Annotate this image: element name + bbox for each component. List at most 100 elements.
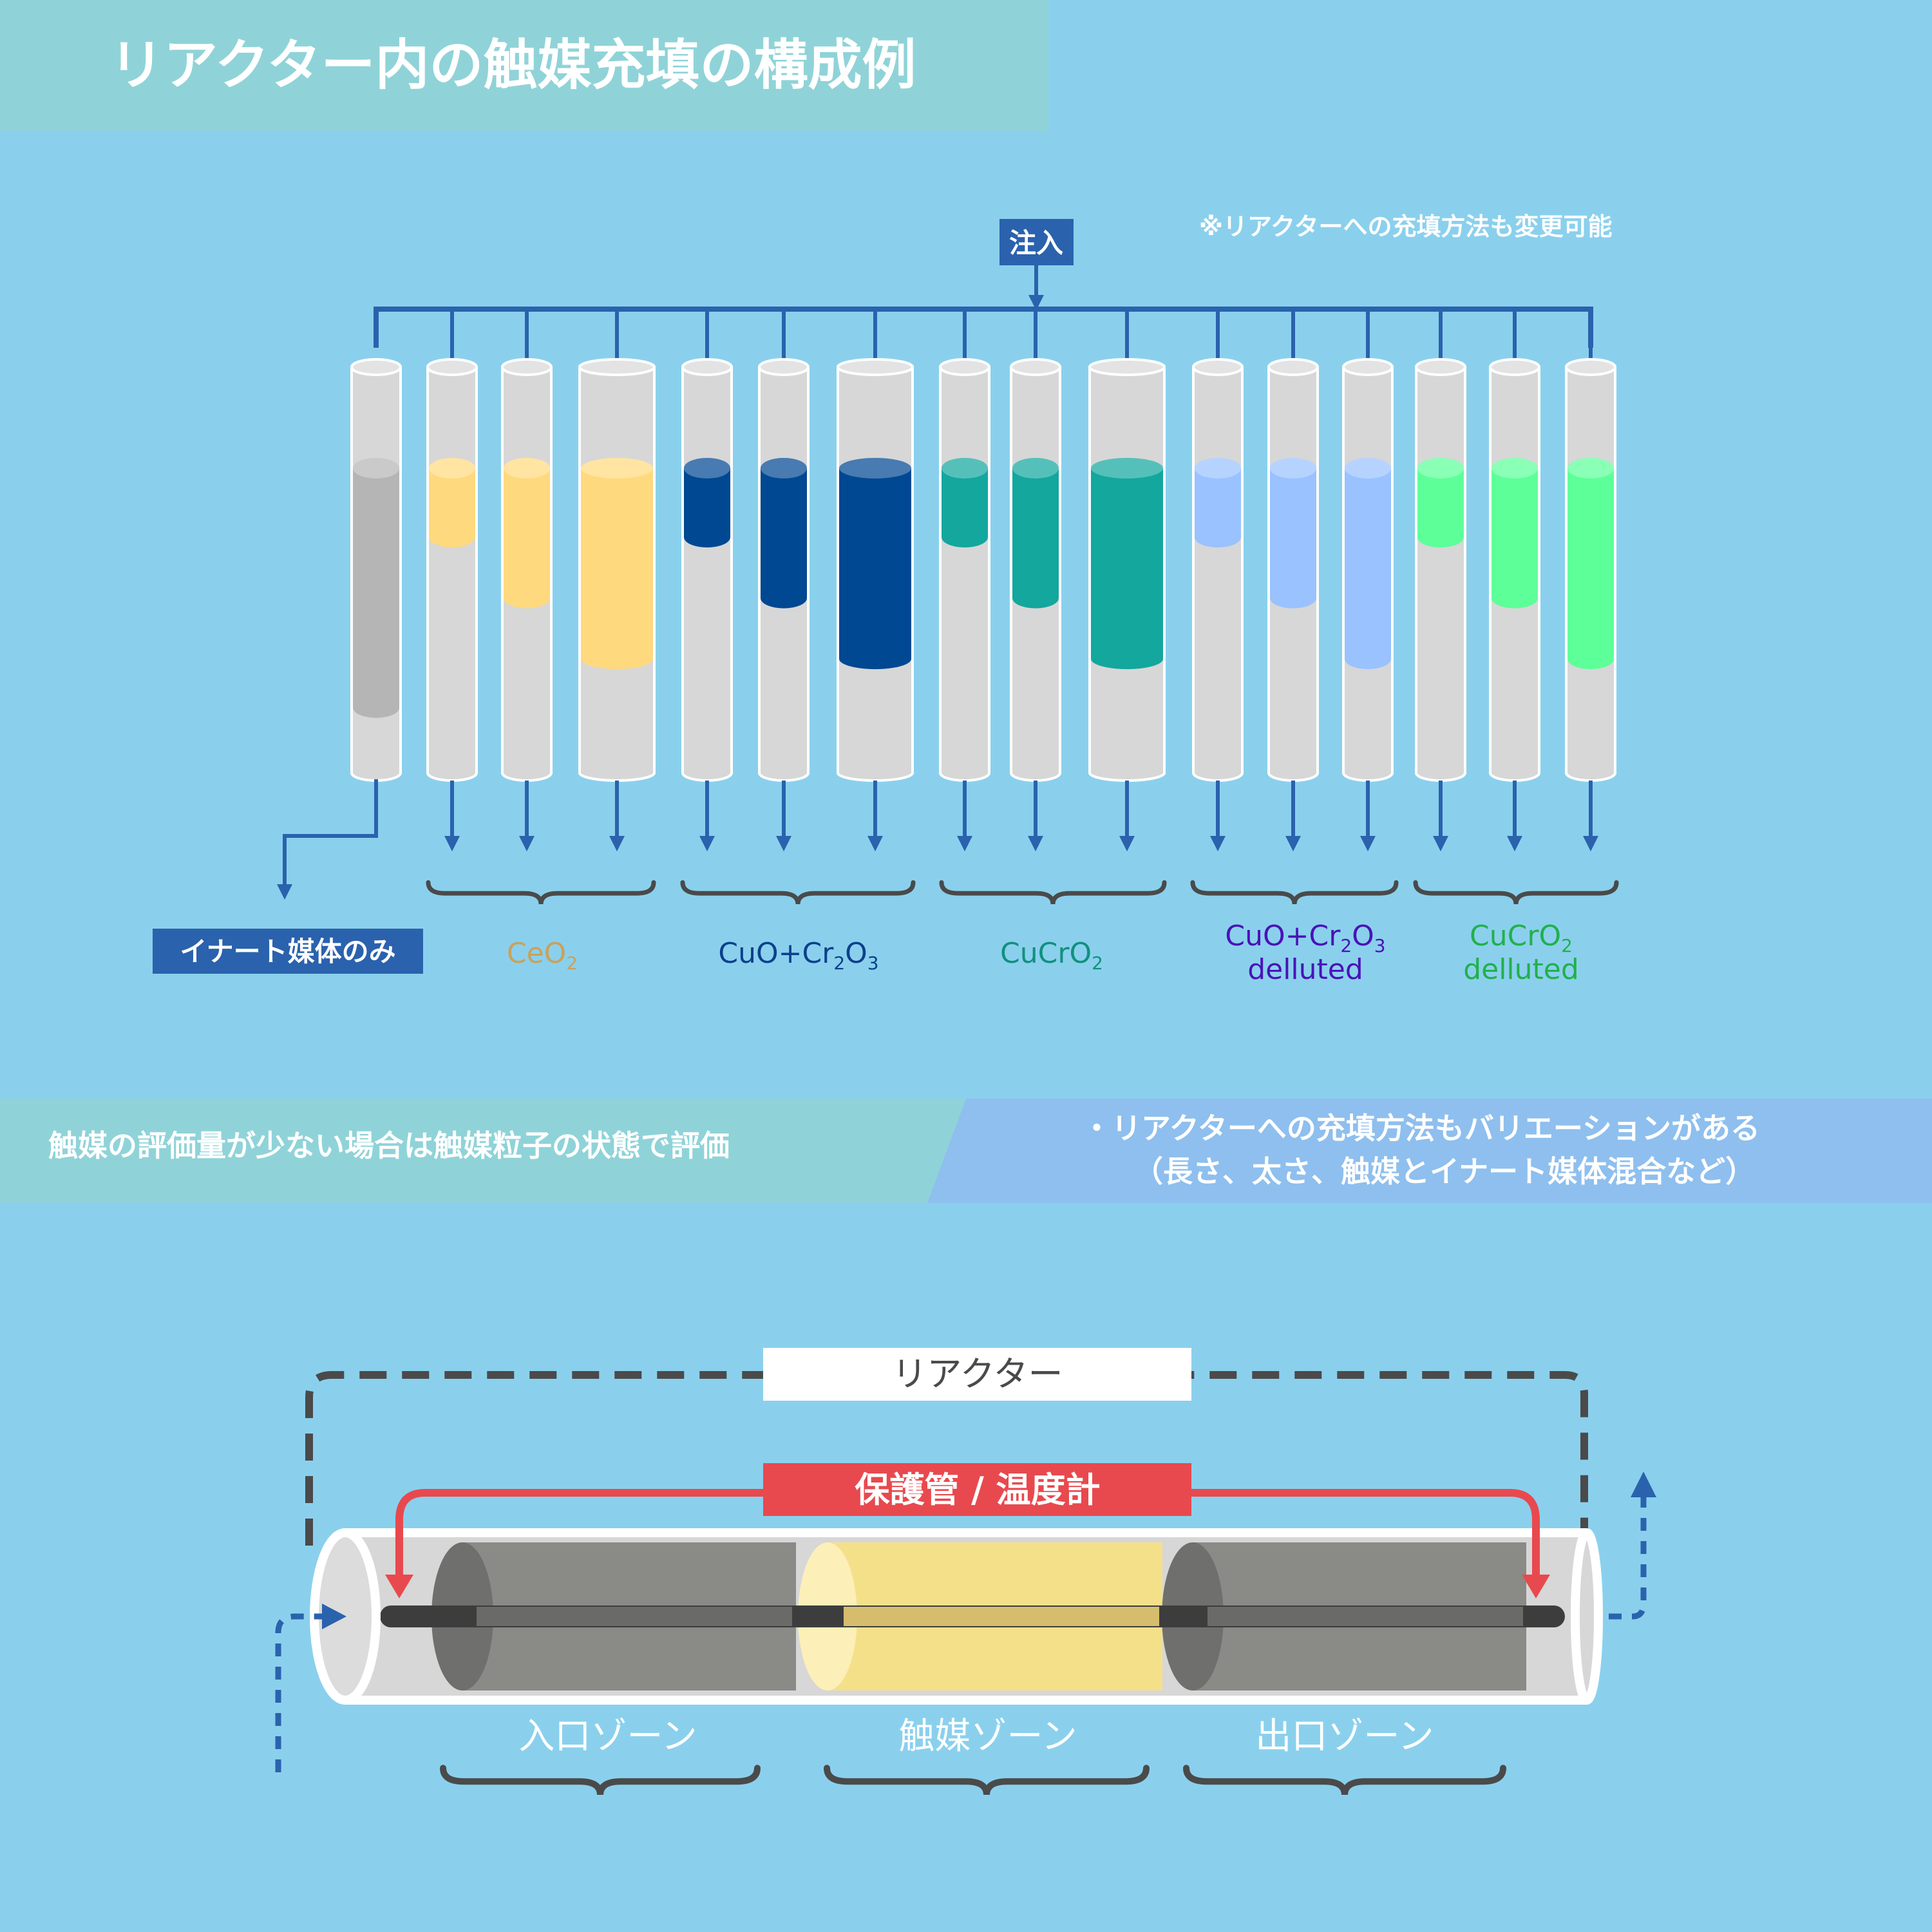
reactor-tube-1: [350, 358, 402, 782]
reactor-tube-4: [578, 309, 656, 851]
reactor-tube-8: [939, 309, 990, 851]
page-title: リアクター内の触媒充填の構成例: [109, 33, 916, 97]
tube-fill-top: [1492, 458, 1538, 478]
reactor-tube-13: [1342, 309, 1394, 851]
injection-label-box: [999, 219, 1074, 265]
label-cuo-cr2o3-delluted-line2: delluted: [1247, 953, 1363, 986]
thermometer-arrow-right: [1522, 1575, 1550, 1598]
thermometer-arrow-left: [385, 1575, 413, 1598]
zone-label-outlet: 出口ゾーン: [1255, 1716, 1434, 1757]
tube-top-cap: [681, 358, 733, 376]
tube-fill: [761, 468, 807, 598]
group-brace-3: [939, 880, 1167, 905]
label-cuo-cr2o3-delluted: CuO+Cr2O3: [1225, 920, 1385, 956]
tube-fill-top: [1567, 458, 1614, 478]
injection-label: 注入: [1009, 227, 1063, 259]
info-left-text: 触媒の評価量が少ない場合は触媒粒子の状態で評価: [48, 1128, 730, 1163]
tube-fill-top: [581, 458, 653, 478]
reactor-tube-right-end: [1571, 1528, 1603, 1705]
tube-top-cap: [1088, 358, 1166, 376]
reactor-tube-5: [681, 309, 733, 851]
thermowell-rod-in-outlet: [1208, 1607, 1523, 1626]
reactor-tube-15: [1489, 309, 1540, 851]
info-right-line2: （長さ、太さ、触媒とイナート媒体混合など）: [1133, 1154, 1755, 1189]
label-ceo2: CeO2: [507, 937, 578, 974]
tube-fill-top: [1195, 458, 1241, 478]
group-braces: [426, 880, 1619, 905]
group-brace-2: [680, 880, 916, 905]
tube-top-cap: [501, 358, 553, 376]
zone-braces: [440, 1765, 1506, 1795]
tube-top-cap: [1192, 358, 1244, 376]
tube-fill: [942, 468, 988, 538]
reactor-tube-10: [1088, 309, 1166, 851]
thermowell-rod-in-catalyst: [844, 1607, 1159, 1626]
inert-outlet-pipe: [277, 779, 378, 900]
thermometer-label: 保護管 / 温度計: [855, 1470, 1100, 1510]
thermowell-rod-in-inlet: [477, 1607, 792, 1626]
reactor-tube-9: [1010, 309, 1061, 851]
tube-top-cap: [350, 358, 402, 376]
label-cuo-cr2o3: CuO+Cr2O3: [718, 937, 878, 974]
filling-note: ※リアクターへの充填方法も変更可能: [1199, 213, 1613, 241]
label-cucro2-delluted: CuCrO2: [1470, 920, 1573, 956]
zone-label-catalyst: 触媒ゾーン: [898, 1716, 1077, 1757]
tube-top-cap: [1415, 358, 1466, 376]
tube-fill: [429, 468, 475, 538]
info-banner-left: [0, 1099, 966, 1203]
inlet-flow-arrowhead: [322, 1604, 346, 1629]
tube-fill-top: [1417, 458, 1464, 478]
tube-fill-top: [1345, 458, 1391, 478]
tube-body-inner: [429, 367, 475, 773]
reactor-label: リアクター: [892, 1354, 1063, 1394]
group-brace-4: [1190, 880, 1399, 905]
reactor-tube-11: [1192, 309, 1244, 851]
group-brace-5: [1413, 880, 1619, 905]
reactor-diagram: リアクター 保護管 / 温度計 入口ゾ: [275, 1348, 1656, 1795]
info-right-line1: ・リアクターへの充填方法もバリエーションがある: [1082, 1111, 1760, 1146]
zone-brace-3: [1183, 1765, 1506, 1795]
info-banner-right: [927, 1099, 1932, 1203]
tube-fill-top: [942, 458, 988, 478]
tube-fill: [353, 468, 399, 708]
tube-fill: [581, 468, 653, 659]
tube-fill-top: [429, 458, 475, 478]
inert-label: イナート媒体のみ: [180, 936, 395, 967]
tube-fill: [1345, 468, 1391, 659]
outlet-flow-arrow: [1609, 1497, 1647, 1620]
tube-fill-top: [353, 458, 399, 478]
title-banner: [0, 0, 1048, 132]
tube-body-inner: [1417, 367, 1464, 773]
tube-top-cap: [1565, 358, 1616, 376]
outlet-flow-arrowhead: [1631, 1472, 1656, 1497]
tube-top-cap: [1489, 358, 1540, 376]
reactor-label-box: [763, 1348, 1191, 1401]
label-cucro2-delluted-line2: delluted: [1463, 953, 1579, 986]
zone-brace-1: [440, 1765, 761, 1795]
tube-fill-top: [1012, 458, 1059, 478]
tube-body-inner: [1195, 367, 1241, 773]
tube-top-cap: [1342, 358, 1394, 376]
tube-body-inner: [942, 367, 988, 773]
reactor-tube-3: [501, 309, 553, 851]
thermometer-label-box: [763, 1463, 1191, 1516]
tube-fill: [1012, 468, 1059, 598]
tube-fill-top: [1091, 458, 1163, 478]
tube-fill-top: [839, 458, 911, 478]
inert-label-box: [153, 929, 423, 974]
reactor-tube-7: [837, 309, 914, 851]
tube-fill-top: [761, 458, 807, 478]
reactor-tube-16: [1565, 309, 1616, 851]
tube-fill-top: [1270, 458, 1316, 478]
zone-label-inlet: 入口ゾーン: [518, 1716, 697, 1757]
reactor-tube-6: [758, 309, 810, 851]
tube-body-inner: [684, 367, 730, 773]
tube-fill: [1270, 468, 1316, 598]
tube-fill: [504, 468, 550, 598]
zone-brace-2: [824, 1765, 1150, 1795]
inlet-flow-arrow: [275, 1613, 322, 1772]
reactor-tube-2: [426, 309, 478, 851]
tube-top-cap: [426, 358, 478, 376]
manifold-pipe: [374, 307, 1593, 348]
